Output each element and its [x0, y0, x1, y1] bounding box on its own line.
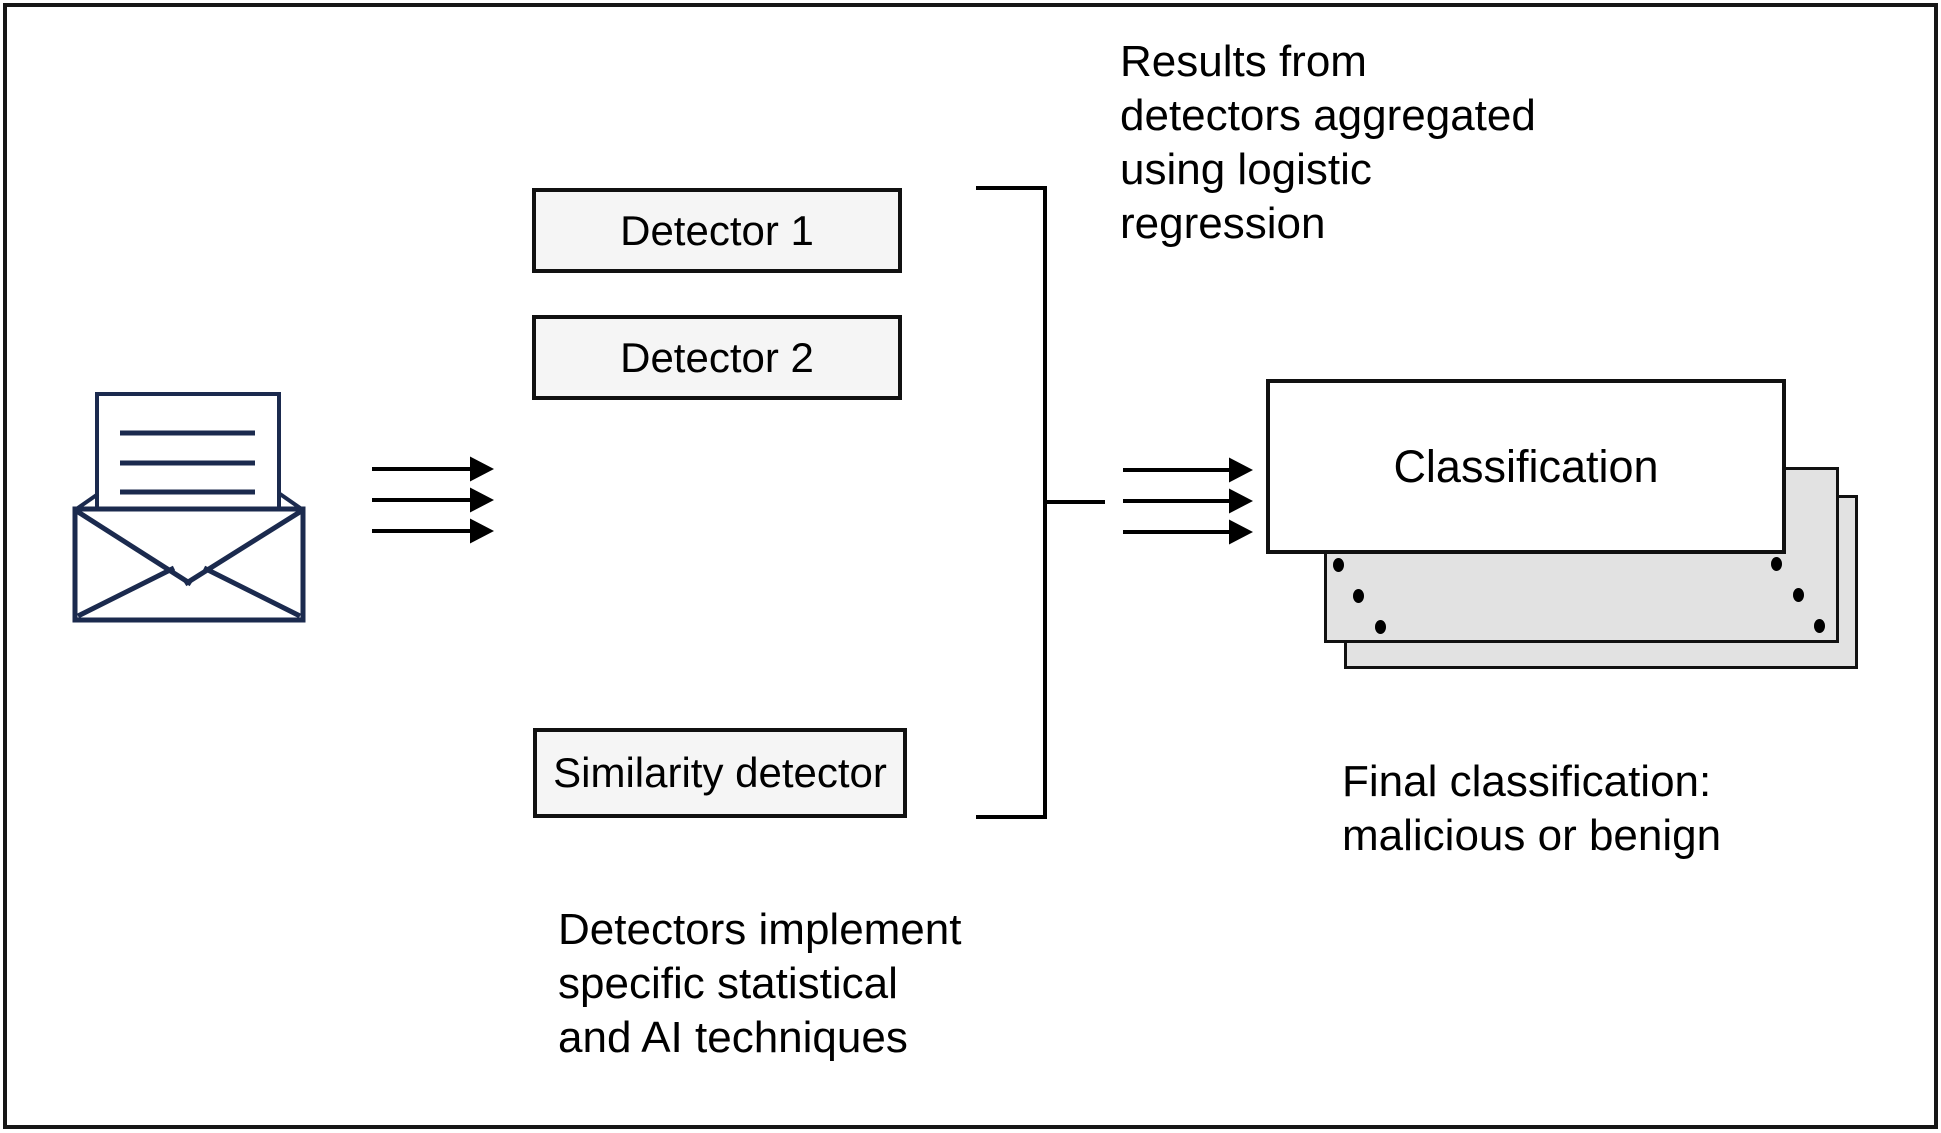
diagram-border [3, 3, 1938, 1129]
envelope-body [72, 506, 306, 623]
similarity-detector-box: Similarity detector [533, 728, 907, 818]
letter-text-lines [120, 430, 255, 495]
paper-dot [1814, 619, 1825, 633]
aggregation-annotation: Results from detectors aggregated using … [1120, 37, 1536, 248]
detector-2-label: Detector 2 [620, 333, 814, 381]
detectors-annotation: Detectors implement specific statistical… [558, 905, 962, 1062]
detector-2-box: Detector 2 [532, 315, 902, 400]
paper-dot [1793, 588, 1804, 602]
similarity-detector-label: Similarity detector [553, 749, 887, 796]
detector-1-box: Detector 1 [532, 188, 902, 273]
classification-box: Classification [1266, 379, 1786, 554]
detector-1-label: Detector 1 [620, 206, 814, 254]
paper-dot [1333, 558, 1344, 572]
envelope-fold-lines [73, 507, 305, 619]
paper-dot [1771, 557, 1782, 571]
output-arrows [1123, 457, 1253, 545]
paper-dot [1353, 589, 1364, 603]
classification-label: Classification [1393, 441, 1659, 492]
paper-dot [1375, 620, 1386, 634]
final-classification-annotation: Final classification: malicious or benig… [1342, 757, 1722, 860]
aggregation-bracket [976, 186, 1105, 819]
input-arrows [372, 456, 494, 544]
email-open-icon [72, 392, 306, 623]
